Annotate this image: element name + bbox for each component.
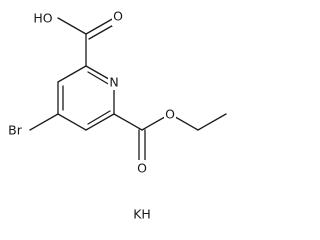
atom-ester-oxygen-bg bbox=[164, 106, 176, 122]
atom-ester-oxygen: O bbox=[164, 106, 176, 122]
atom-ring-nitrogen: N bbox=[108, 74, 121, 90]
atom-acid-carbonyl-oxygen: O bbox=[112, 9, 124, 26]
chemical-structure-diagram: HO O N Br O O KH bbox=[3, 8, 227, 222]
bond-c4-c5 bbox=[57, 113, 87, 131]
atom-acid-carbonyl-oxygen-bg bbox=[112, 10, 124, 26]
atom-hydroxyl: HO bbox=[31, 10, 53, 26]
ester-oxygen-label: O bbox=[165, 107, 175, 122]
bond-c5-c6 bbox=[85, 113, 115, 131]
ring-nitrogen-label: N bbox=[109, 75, 118, 90]
atom-ring-nitrogen-bg bbox=[108, 74, 121, 90]
bromine-label: Br bbox=[8, 123, 23, 138]
bond-c4-br bbox=[29, 113, 59, 131]
bond-n-c2-inner bbox=[87, 71, 111, 86]
atom-hydroxyl-bg bbox=[31, 10, 53, 26]
atom-ester-carbonyl-oxygen-bg bbox=[136, 160, 148, 176]
hydroxyl-label: HO bbox=[33, 11, 52, 26]
atom-bromine-bg bbox=[3, 122, 26, 138]
bond-cacid-o-1 bbox=[85, 17, 115, 35]
acid-carbonyl-oxygen-label: O bbox=[113, 9, 123, 24]
atom-label-layer: HO O N Br O O KH bbox=[3, 9, 176, 222]
bond-cacid-oh bbox=[57, 17, 87, 35]
counter-ion-label: KH bbox=[133, 207, 151, 222]
bond-c2-c3 bbox=[57, 65, 87, 83]
atom-bromine: Br bbox=[3, 122, 26, 138]
bond-layer bbox=[29, 17, 227, 163]
ester-carbonyl-oxygen-label: O bbox=[137, 161, 147, 176]
bond-c5-c6-inner bbox=[87, 110, 111, 125]
atom-ester-carbonyl-oxygen: O bbox=[136, 160, 148, 176]
bond-ch2-ch3 bbox=[197, 113, 227, 131]
bond-c6-cester bbox=[113, 113, 143, 131]
